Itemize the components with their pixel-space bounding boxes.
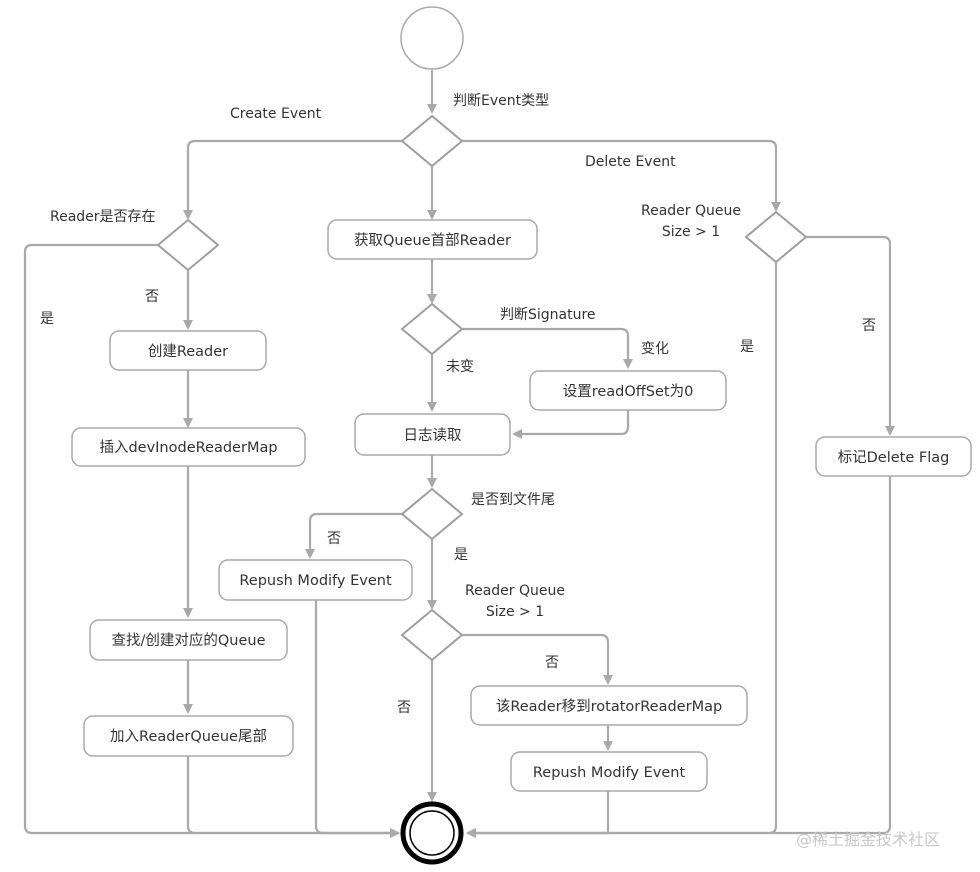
node-mark-delete-label: 标记Delete Flag	[838, 449, 950, 466]
label-eof-yes: 是	[454, 547, 468, 563]
label-left-no: 否	[145, 289, 159, 305]
edges	[23, 70, 895, 838]
label-rq-size-center-line2: Size > 1	[486, 604, 544, 620]
decision-signature	[400, 302, 464, 356]
node-move-to-rotator: 该Reader移到rotatorReaderMap	[470, 685, 748, 726]
node-repush-left: Repush Modify Event	[218, 559, 413, 601]
label-create-event: Create Event	[230, 106, 322, 122]
edge-rq-center-no-right	[462, 633, 613, 685]
decision-eof	[400, 487, 464, 541]
node-set-offset-zero-label: 设置readOffSet为0	[563, 383, 694, 400]
node-get-queue-head: 获取Queue首部Reader	[327, 219, 538, 260]
node-create-reader-label: 创建Reader	[148, 343, 228, 360]
node-mark-delete: 标记Delete Flag	[815, 436, 972, 477]
edge-repush-left-to-end	[314, 600, 400, 838]
label-eof-question: 是否到文件尾	[471, 492, 555, 508]
start-node	[400, 6, 464, 70]
edge-offset-to-read	[512, 410, 630, 439]
label-delete-event: Delete Event	[585, 154, 676, 170]
node-append-queue-tail-label: 加入ReaderQueue尾部	[110, 728, 267, 745]
edge-eof-no	[305, 512, 402, 559]
node-get-queue-head-label: 获取Queue首部Reader	[354, 232, 511, 249]
decision-reader-queue-size-right	[744, 210, 808, 264]
node-append-queue-tail: 加入ReaderQueue尾部	[83, 715, 294, 757]
label-judge-event-type: 判断Event类型	[453, 93, 549, 109]
edge-repush-bottom-to-end	[466, 791, 610, 838]
node-log-read-label: 日志读取	[404, 427, 462, 444]
watermark: @稀土掘金技术社区	[796, 830, 940, 849]
label-rq-size-right-line2: Size > 1	[662, 224, 720, 240]
node-move-to-rotator-label: 该Reader移到rotatorReaderMap	[496, 698, 722, 715]
edge-reader-exists-yes	[23, 243, 400, 838]
node-repush-bottom-label: Repush Modify Event	[533, 765, 686, 781]
label-right-yes: 是	[740, 339, 754, 355]
edge-rq-right-yes	[466, 262, 778, 838]
label-left-yes: 是	[40, 311, 54, 327]
edge-delete-event	[462, 139, 781, 212]
label-rq-size-right-line1: Reader Queue	[641, 203, 741, 219]
decision-reader-exists	[156, 218, 220, 272]
label-changed: 变化	[641, 341, 669, 357]
label-right-no: 否	[862, 318, 876, 334]
node-find-create-queue: 查找/创建对应的Queue	[89, 619, 288, 661]
node-set-offset-zero: 设置readOffSet为0	[529, 370, 727, 411]
node-repush-left-label: Repush Modify Event	[239, 573, 392, 589]
label-judge-signature: 判断Signature	[500, 307, 596, 323]
node-create-reader: 创建Reader	[109, 330, 267, 371]
edge-labels: 判断Event类型 Create Event Delete Event Read…	[40, 93, 876, 716]
edge-append-to-end	[186, 756, 400, 838]
label-reader-exists: Reader是否存在	[50, 209, 156, 225]
node-log-read: 日志读取	[354, 413, 511, 456]
edge-mark-delete-to-end	[466, 476, 892, 838]
end-node	[400, 801, 464, 865]
node-insert-map-label: 插入devInodeReaderMap	[99, 439, 277, 456]
edge-signature-changed	[462, 327, 633, 369]
decision-event-type	[400, 114, 464, 168]
decision-reader-queue-size-center	[400, 608, 464, 662]
label-center-no-right: 否	[545, 655, 559, 671]
edge-create-event	[183, 139, 402, 220]
label-center-no-down: 否	[397, 700, 411, 716]
label-unchanged: 未变	[446, 359, 474, 375]
label-rq-size-center-line1: Reader Queue	[465, 583, 565, 599]
node-find-create-queue-label: 查找/创建对应的Queue	[111, 631, 265, 649]
node-insert-map: 插入devInodeReaderMap	[71, 427, 306, 467]
label-eof-no: 否	[327, 531, 341, 547]
node-repush-bottom: Repush Modify Event	[510, 751, 708, 792]
edge-rq-right-no	[806, 235, 895, 436]
